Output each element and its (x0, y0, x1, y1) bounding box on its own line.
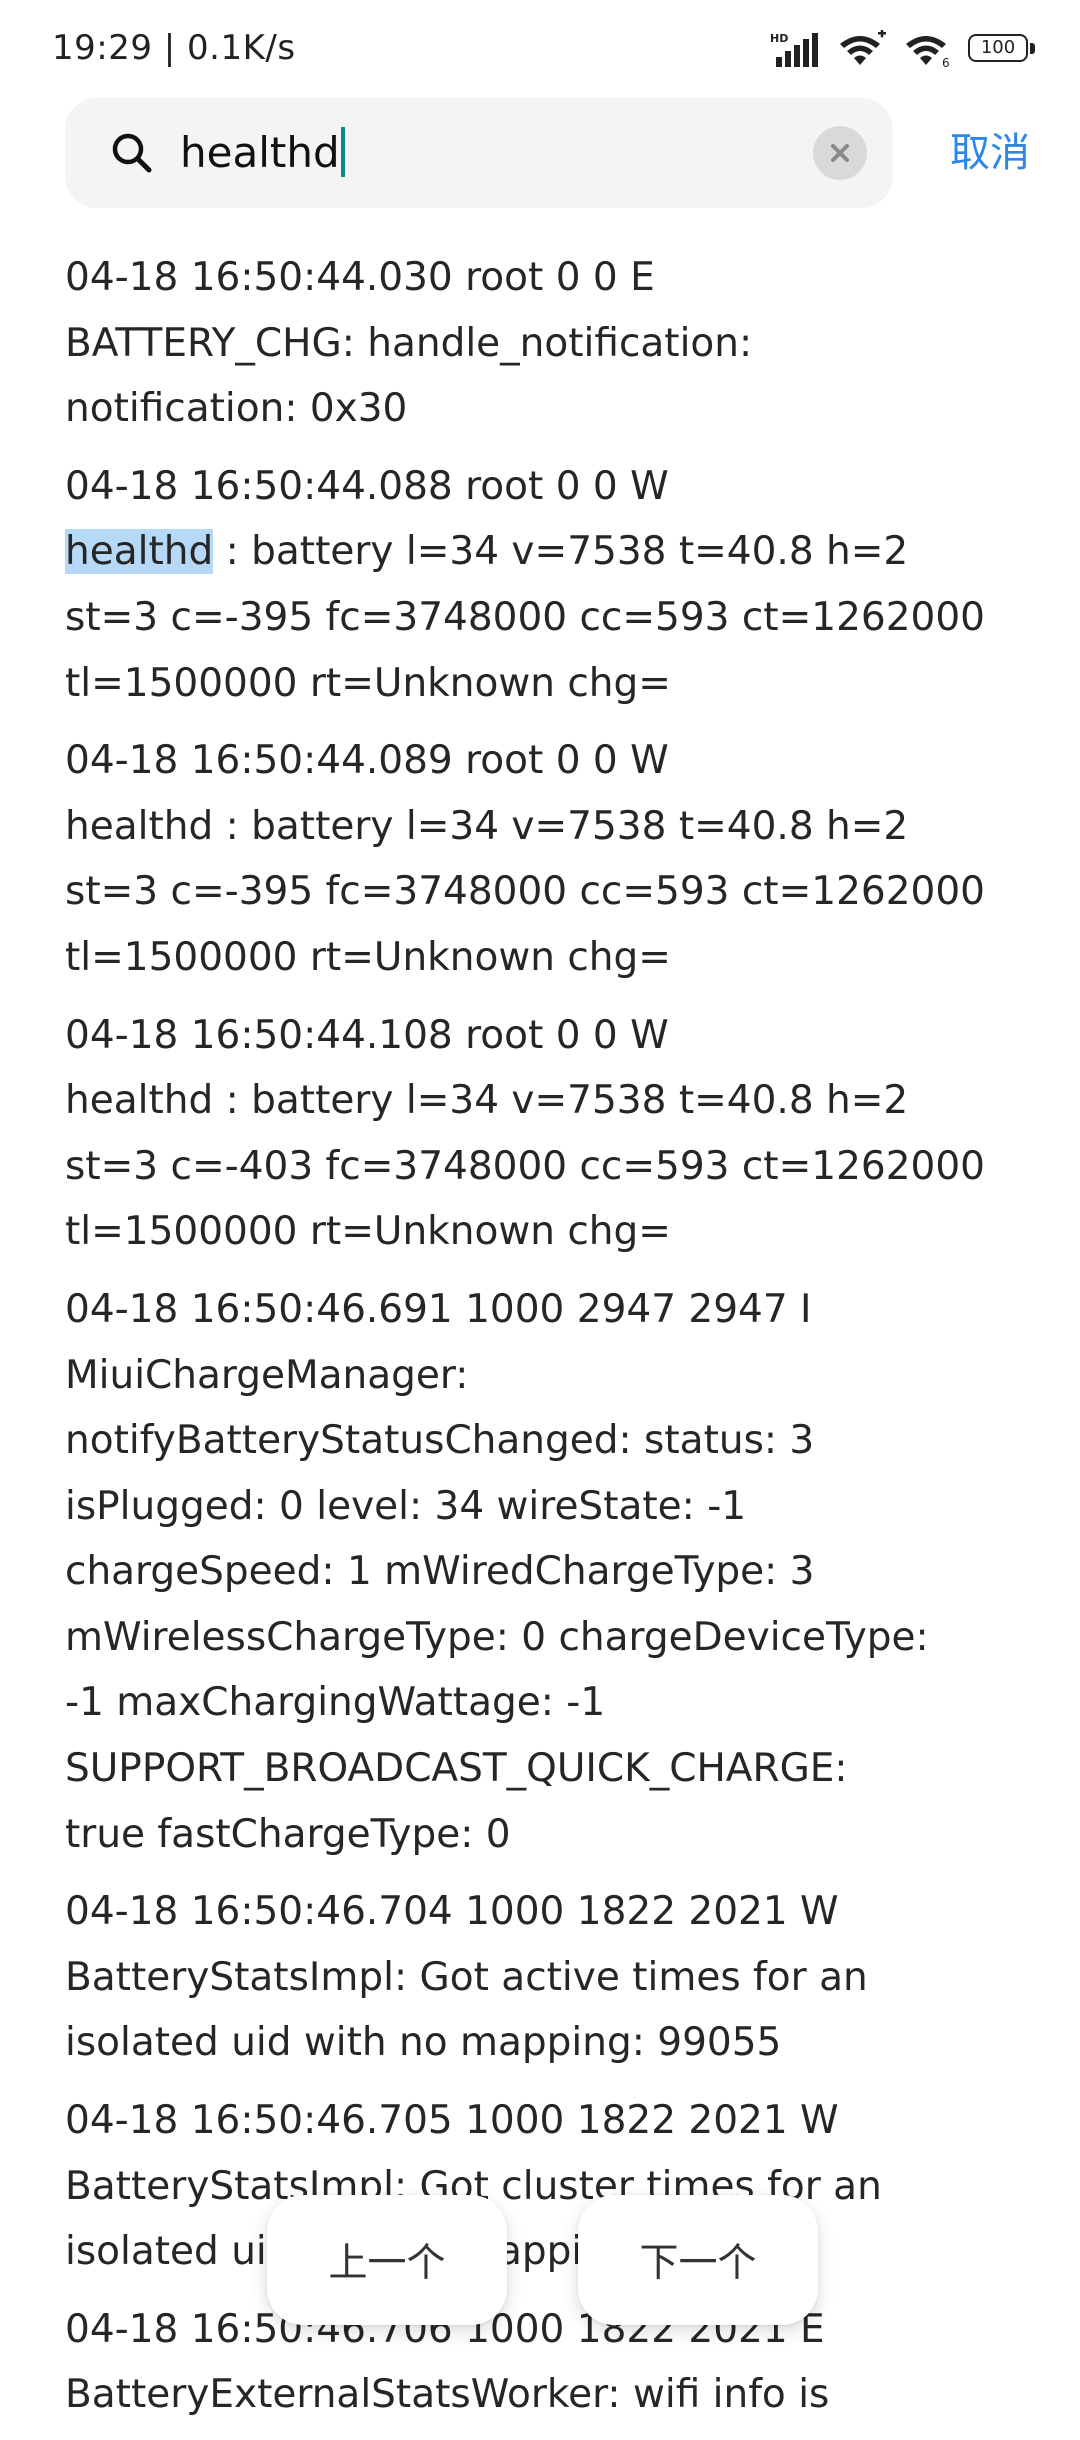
log-line: st=3 c=-403 fc=3748000 cc=593 ct=1262000 (65, 1143, 985, 1189)
next-match-button[interactable]: 下一个 (578, 2195, 818, 2325)
log-line: 04-18 16:50:46.691 1000 2947 2947 I (65, 1286, 812, 1332)
cancel-button[interactable]: 取消 (950, 130, 1030, 176)
log-line: 04-18 16:50:44.030 root 0 0 E (65, 255, 655, 300)
search-input-box[interactable]: healthd (65, 98, 893, 208)
text-caret (340, 127, 345, 177)
battery-level: 100 (980, 37, 1016, 58)
close-icon (831, 144, 849, 162)
log-entry[interactable]: 04-18 16:50:44.089 root 0 0 W healthd : … (65, 728, 1021, 990)
log-line: mWirelessChargeType: 0 chargeDeviceType: (65, 1614, 929, 1660)
log-line: notifyBatteryStatusChanged: status: 3 (65, 1418, 815, 1464)
svg-text:6: 6 (942, 56, 950, 68)
battery-icon: 100 (968, 32, 1038, 66)
log-line: tl=1500000 rt=Unknown chg= (65, 1209, 671, 1255)
log-line: healthd : battery l=34 v=7538 t=40.8 h=2 (65, 1078, 909, 1124)
log-line-with-match: healthd : battery l=34 v=7538 t=40.8 h=2 (65, 519, 1021, 585)
log-line: isPlugged: 0 level: 34 wireState: -1 (65, 1483, 747, 1529)
log-line: isolated uid with no mapping: 99055 (65, 2020, 782, 2066)
wifi-icon (840, 30, 886, 65)
search-input[interactable]: healthd (180, 123, 345, 183)
log-line-rest: : battery l=34 v=7538 t=40.8 h=2 (213, 529, 909, 575)
log-line: true fastChargeType: 0 (65, 1811, 511, 1857)
log-line: 04-18 16:50:44.089 root 0 0 W (65, 738, 669, 784)
log-line: BATTERY_CHG: handle_notification: (65, 320, 753, 366)
previous-match-button[interactable]: 上一个 (267, 2195, 507, 2325)
status-bar: 19:29 | 0.1K/s HD 6 (0, 0, 1080, 100)
log-line: 04-18 16:50:44.108 root 0 0 W (65, 1012, 669, 1058)
log-entry[interactable]: 04-18 16:50:44.088 root 0 0 W healthd : … (65, 454, 1021, 716)
cellular-signal-icon: HD (770, 32, 818, 67)
clear-search-button[interactable] (813, 126, 867, 180)
log-line: MiuiChargeManager: (65, 1352, 469, 1398)
log-line: tl=1500000 rt=Unknown chg= (65, 934, 671, 980)
log-line: BatteryStatsImpl: Got active times for a… (65, 1954, 868, 2000)
search-query: healthd (180, 128, 340, 177)
search-icon (112, 133, 152, 173)
log-line: tl=1500000 rt=Unknown chg= (65, 660, 671, 706)
log-line: healthd : battery l=34 v=7538 t=40.8 h=2 (65, 803, 909, 849)
svg-text:HD: HD (770, 32, 788, 45)
log-line: st=3 c=-395 fc=3748000 cc=593 ct=1262000 (65, 594, 985, 640)
log-entry[interactable]: 04-18 16:50:46.705 1000 1822 2021 W Batt… (65, 2088, 1021, 2285)
log-entry[interactable]: 04-18 16:50:44.030 root 0 0 E BATTERY_CH… (65, 245, 1021, 442)
log-entry[interactable]: 04-18 16:50:46.706 1000 1822 2021 E Batt… (65, 2297, 1021, 2428)
log-entry[interactable]: 04-18 16:50:44.108 root 0 0 W healthd : … (65, 1003, 1021, 1265)
search-bar: healthd (0, 98, 1080, 210)
log-line: 04-18 16:50:46.704 1000 1822 2021 W (65, 1889, 839, 1935)
search-match-highlight: healthd (65, 529, 214, 575)
log-line: chargeSpeed: 1 mWiredChargeType: 3 (65, 1549, 815, 1595)
log-line: BatteryStatsImpl: Got cluster times for … (65, 2163, 882, 2209)
wifi-6-icon: 6 (906, 36, 950, 68)
log-line: 04-18 16:50:44.088 root 0 0 W (65, 463, 669, 509)
log-line: 04-18 16:50:46.705 1000 1822 2021 W (65, 2098, 839, 2144)
log-line: isolated uid with no mapping: 99055 (65, 2229, 781, 2275)
log-line: -1 maxChargingWattage: -1 (65, 1680, 606, 1726)
log-line: 04-18 16:50:46.706 1000 1822 2021 E (65, 2306, 825, 2352)
log-line: BatteryExternalStatsWorker: wifi info is (65, 2372, 830, 2418)
status-time-speed: 19:29 | 0.1K/s (52, 28, 296, 68)
log-list: 04-18 16:50:44.030 root 0 0 E BATTERY_CH… (65, 245, 1021, 2440)
status-icons: HD 6 100 (770, 28, 1038, 70)
log-line: st=3 c=-395 fc=3748000 cc=593 ct=1262000 (65, 869, 985, 915)
log-entry[interactable]: 04-18 16:50:46.691 1000 2947 2947 I Miui… (65, 1277, 1021, 1867)
log-entry[interactable]: 04-18 16:50:46.704 1000 1822 2021 W Batt… (65, 1879, 1021, 2076)
log-line: SUPPORT_BROADCAST_QUICK_CHARGE: (65, 1746, 848, 1792)
log-line: notification: 0x30 (65, 386, 408, 432)
